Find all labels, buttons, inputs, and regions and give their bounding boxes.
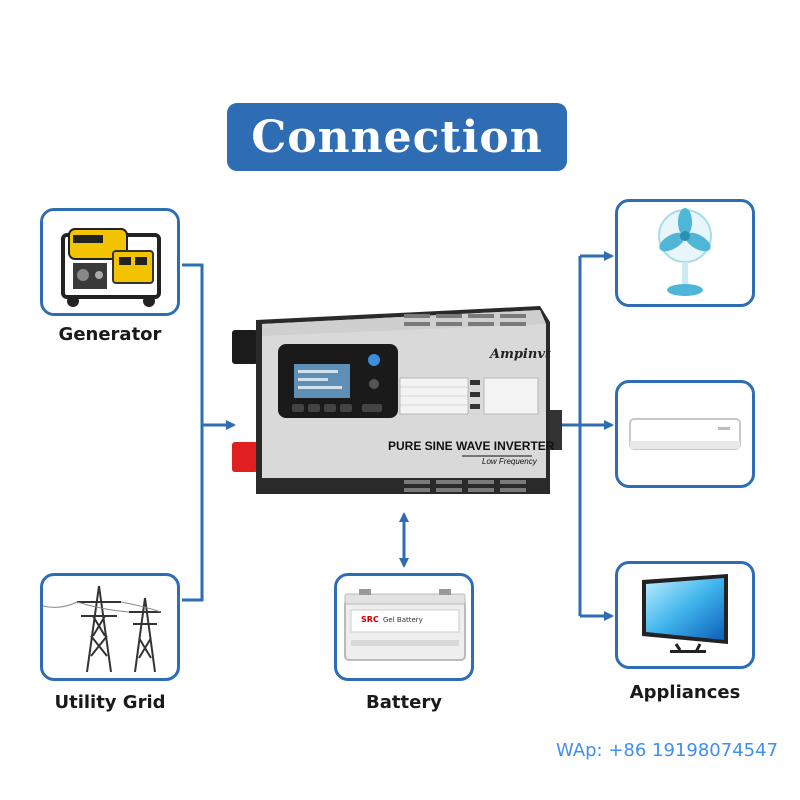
left-bracket-line <box>182 263 204 602</box>
generator-label: Generator <box>58 324 162 345</box>
battery-brand-text: SRC <box>361 615 379 624</box>
battery-type-text: Gel Battery <box>383 616 423 624</box>
utility-grid-label: Utility Grid <box>54 692 166 713</box>
ac-box <box>615 380 755 488</box>
inverter-device: Ampinvt PURE SINE WAVE INVERTER Low Freq… <box>232 300 562 510</box>
power-tower-icon <box>43 585 162 673</box>
inverter-illustration: Ampinvt PURE SINE WAVE INVERTER Low Freq… <box>232 306 562 494</box>
inverter-brand: Ampinvt <box>488 347 551 362</box>
battery-icon: SRC Gel Battery <box>344 589 466 661</box>
battery-label: Battery <box>366 692 442 713</box>
generator-icon <box>43 211 177 313</box>
page-title: Connection <box>251 111 543 163</box>
contact-text: WAp: +86 19198074547 <box>556 740 779 761</box>
fan-icon <box>658 208 712 296</box>
battery-box: SRC Gel Battery <box>334 573 474 681</box>
generator-box <box>40 208 180 316</box>
fan-box <box>615 199 755 307</box>
title-badge: Connection <box>227 103 567 171</box>
inverter-headline: PURE SINE WAVE INVERTER <box>388 439 555 453</box>
appliances-label: Appliances <box>629 682 741 703</box>
tv-box <box>615 561 755 669</box>
air-conditioner-icon <box>629 418 741 450</box>
utility-grid-box <box>40 573 180 681</box>
tv-icon <box>642 574 728 653</box>
inverter-subline: Low Frequency <box>482 457 538 466</box>
